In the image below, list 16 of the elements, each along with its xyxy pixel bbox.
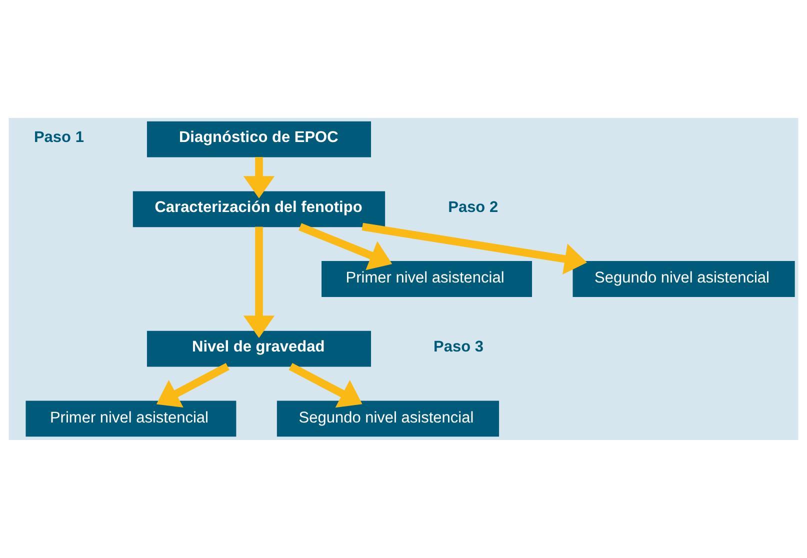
node-box: Diagnóstico de EPOC: [146, 121, 371, 158]
label: Paso 2: [448, 198, 498, 216]
node-box: Primer nivel asistencial: [322, 261, 532, 297]
node-box: Caracterización del fenotipo: [132, 191, 386, 228]
arrow: [243, 226, 275, 338]
node-box: Nivel de gravedad: [146, 330, 371, 367]
arrow: [298, 223, 392, 270]
node-box: Segundo nivel asistencial: [572, 261, 795, 297]
label: Paso 3: [434, 338, 484, 356]
label: Paso 1: [34, 129, 84, 146]
arrow: [288, 362, 362, 408]
arrow: [362, 222, 588, 274]
arrow: [243, 157, 275, 198]
arrow: [156, 362, 230, 408]
node-box: Segundo nivel asistencial: [276, 400, 500, 437]
node-box: Primer nivel asistencial: [26, 400, 236, 437]
